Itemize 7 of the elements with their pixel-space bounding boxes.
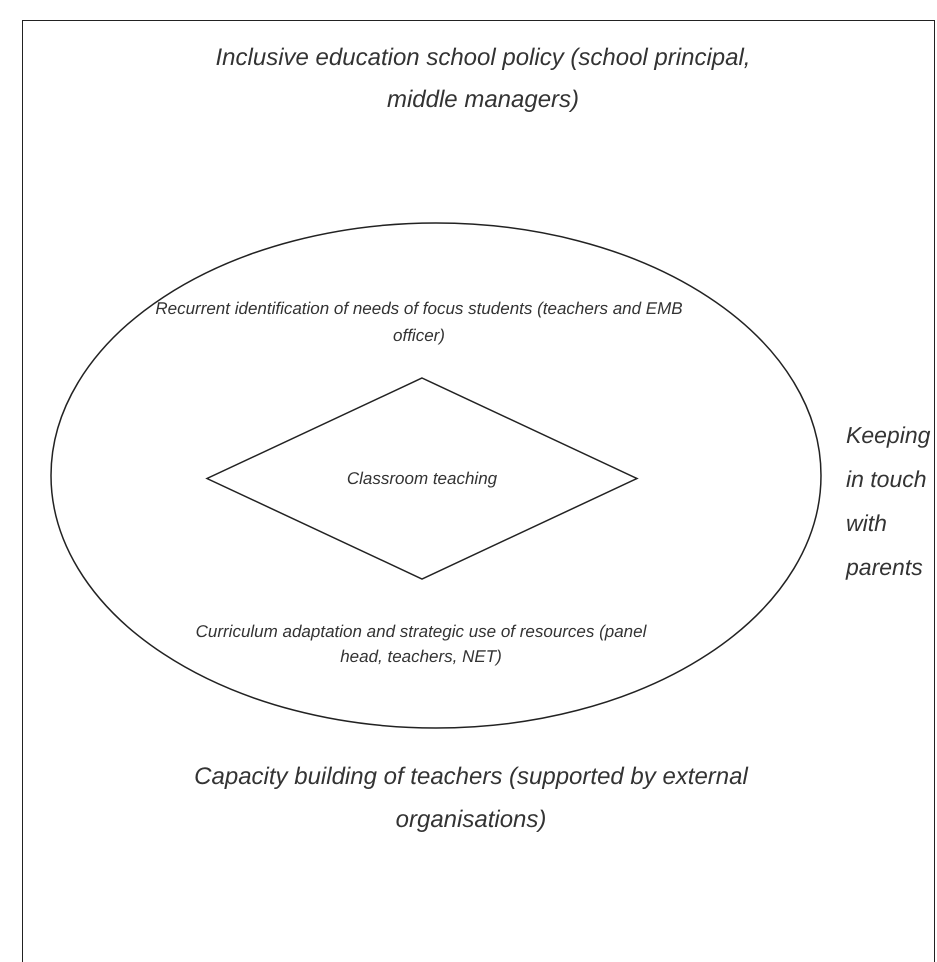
label-text: Inclusive education school policy (school principal, middle managers) — [214, 43, 752, 115]
label-text: Recurrent identification of needs of focus students (teachers and EMB officer) — [154, 298, 684, 347]
label-text: Curriculum adaptation and strategic use of resources (panel head, teachers, NET) — [194, 621, 648, 668]
label-text: Capacity building of teachers (supported by external organisations) — [193, 762, 750, 835]
label-text: Classroom teaching — [346, 468, 498, 490]
label-text: Keeping in touch with parents — [846, 421, 932, 582]
frame-box — [22, 20, 935, 962]
